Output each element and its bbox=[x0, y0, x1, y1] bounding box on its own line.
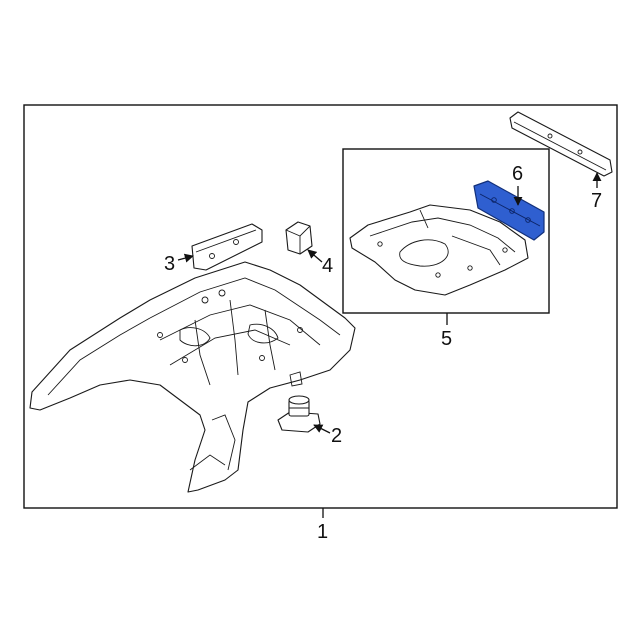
leader-2 bbox=[313, 424, 331, 434]
callout-3: 3 bbox=[164, 253, 175, 275]
leader-3 bbox=[177, 253, 194, 263]
part-2-mount[interactable] bbox=[277, 395, 321, 433]
leader-4 bbox=[307, 249, 323, 263]
callout-5: 5 bbox=[441, 328, 452, 350]
outer-frame bbox=[23, 104, 618, 509]
part-3-bracket[interactable] bbox=[191, 223, 263, 271]
callout-7: 7 bbox=[591, 190, 602, 212]
callout-2: 2 bbox=[331, 425, 342, 447]
callout-4: 4 bbox=[322, 255, 333, 277]
callout-6: 6 bbox=[512, 163, 523, 185]
part-5-rear-floor-panel[interactable] bbox=[349, 204, 529, 296]
inset-frame bbox=[342, 148, 550, 314]
part-4-block[interactable] bbox=[285, 221, 313, 255]
part-1-rear-floor-pan[interactable] bbox=[29, 261, 356, 493]
part-6-reinforcement[interactable] bbox=[473, 180, 545, 241]
callout-1: 1 bbox=[317, 521, 328, 543]
part-7-cross-member[interactable] bbox=[509, 111, 613, 177]
